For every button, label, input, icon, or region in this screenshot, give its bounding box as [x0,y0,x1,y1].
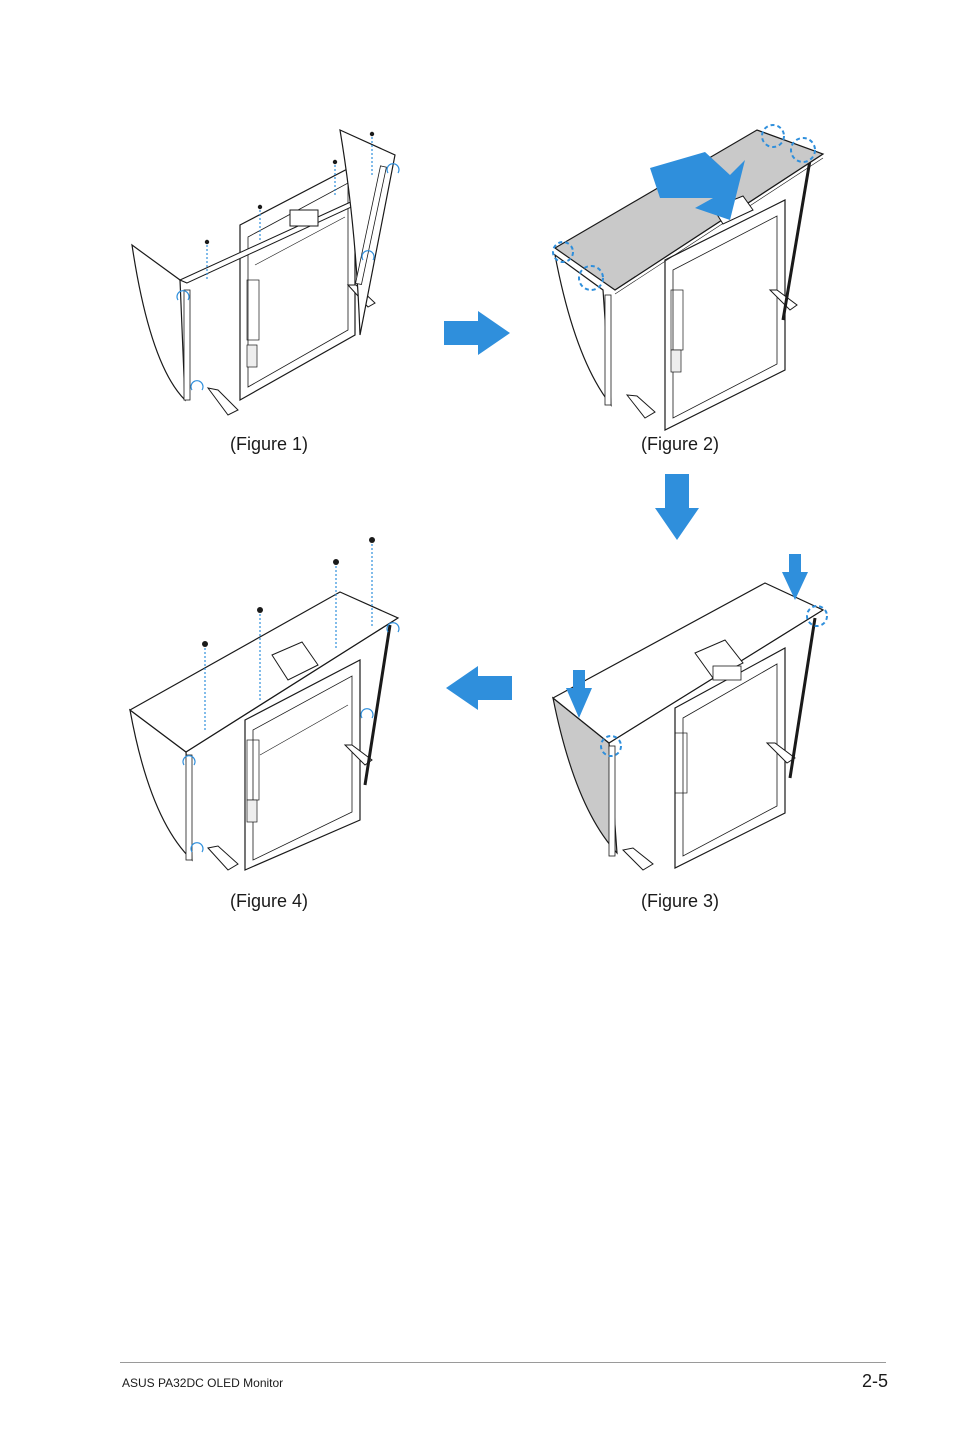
arrow-right-icon [444,311,512,360]
figure-1-caption: (Figure 1) [230,434,309,454]
figure-3-illustration [545,548,835,871]
figure-2-illustration [545,120,835,431]
arrow-down-icon [655,474,699,547]
figure-3-caption: (Figure 3) [641,891,720,911]
figure-4-illustration [120,530,420,871]
figure-2-caption: (Figure 2) [641,434,720,454]
figure-1-illustration [120,125,420,425]
arrow-left-icon [444,666,512,715]
page-number: 2-5 [861,1371,888,1391]
footer-product-name: ASUS PA32DC OLED Monitor [122,1376,284,1390]
footer-divider [120,1362,886,1363]
figure-4-caption: (Figure 4) [230,891,309,911]
